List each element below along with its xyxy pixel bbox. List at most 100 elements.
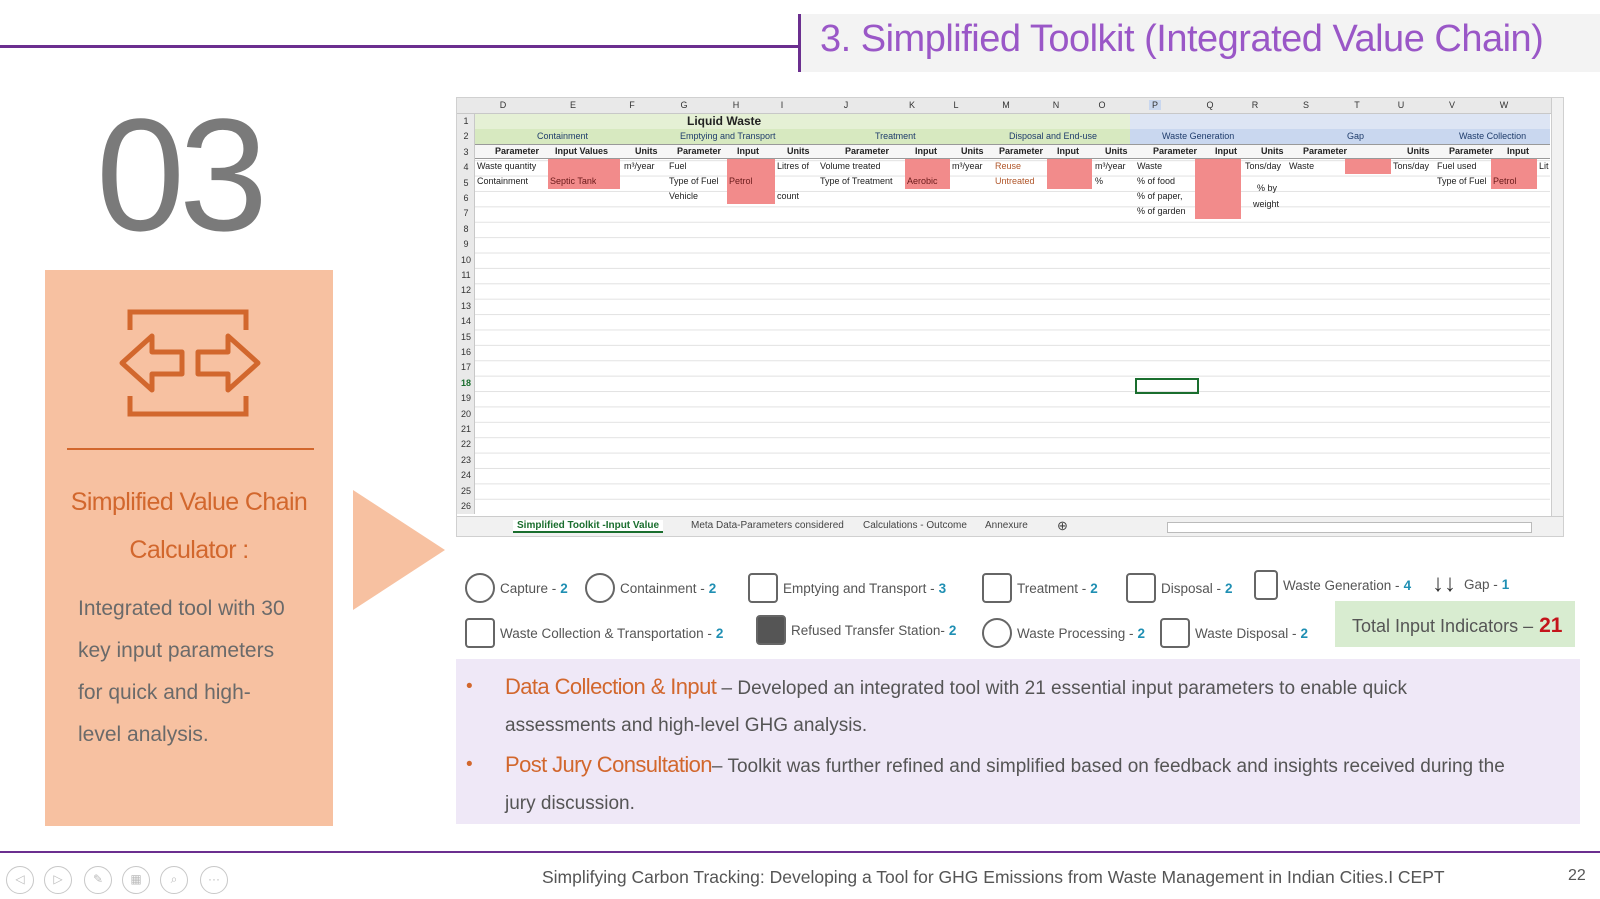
row-header[interactable]: 16 bbox=[460, 347, 471, 357]
cell-text[interactable]: % of paper, bbox=[1137, 191, 1183, 201]
column-header[interactable]: Q bbox=[1206, 100, 1214, 110]
column-header[interactable]: P bbox=[1149, 100, 1161, 110]
cell-text[interactable]: Septic Tank bbox=[550, 176, 597, 186]
column-header[interactable]: S bbox=[1302, 100, 1309, 110]
input-cell[interactable] bbox=[1345, 159, 1391, 174]
row-header[interactable]: 1 bbox=[463, 116, 469, 126]
horizontal-scrollbar[interactable] bbox=[1167, 522, 1532, 533]
prev-slide-icon[interactable]: ◁ bbox=[6, 866, 34, 894]
cell-text[interactable]: Litres of bbox=[777, 161, 810, 171]
cell-text[interactable]: m³/year bbox=[1095, 161, 1126, 171]
row-header[interactable]: 19 bbox=[460, 393, 471, 404]
row-header[interactable]: 14 bbox=[460, 316, 471, 327]
row-header[interactable]: 15 bbox=[460, 331, 471, 342]
row-header[interactable]: 25 bbox=[460, 485, 471, 496]
row-header[interactable]: 10 bbox=[460, 254, 471, 265]
cell-text[interactable]: % by bbox=[1257, 183, 1278, 193]
cell-text[interactable]: Tons/day bbox=[1245, 161, 1282, 171]
cell-text[interactable]: m³/year bbox=[952, 161, 983, 171]
input-cell[interactable] bbox=[1491, 159, 1537, 189]
row-header[interactable]: 5 bbox=[463, 177, 469, 188]
row-header[interactable]: 6 bbox=[463, 193, 469, 203]
selected-cell[interactable] bbox=[1135, 378, 1199, 394]
column-header[interactable]: E bbox=[569, 100, 576, 110]
row-header[interactable]: 3 bbox=[463, 146, 469, 157]
column-header[interactable]: G bbox=[680, 100, 688, 110]
cell-text[interactable]: Aerobic bbox=[907, 176, 938, 186]
column-header[interactable]: U bbox=[1397, 100, 1405, 110]
cell-text[interactable]: Waste bbox=[1289, 161, 1315, 171]
tab-annexure[interactable]: Annexure bbox=[985, 520, 1028, 531]
cell-text[interactable]: % of food bbox=[1137, 176, 1176, 186]
column-header[interactable]: O bbox=[1098, 100, 1106, 110]
zoom-icon[interactable]: ⌕ bbox=[160, 866, 188, 894]
input-cell[interactable] bbox=[548, 159, 620, 189]
cell-text[interactable]: weight bbox=[1253, 199, 1280, 209]
slides-grid-icon[interactable]: ▦ bbox=[122, 866, 150, 894]
cell-text[interactable]: Petrol bbox=[1493, 176, 1517, 186]
row-header[interactable]: 18 bbox=[460, 377, 471, 388]
cell-text[interactable]: Untreated bbox=[995, 176, 1035, 186]
cell-text[interactable]: Fuel bbox=[669, 161, 687, 171]
more-options-icon[interactable]: ··· bbox=[200, 866, 228, 894]
row-header[interactable]: 20 bbox=[460, 408, 471, 419]
column-header[interactable]: I bbox=[780, 100, 784, 110]
cell-text[interactable]: Fuel used bbox=[1437, 161, 1477, 171]
input-cell[interactable] bbox=[1195, 159, 1241, 219]
row-header[interactable]: 17 bbox=[460, 362, 471, 373]
cell-text[interactable]: Containment bbox=[477, 176, 529, 186]
row-header[interactable]: 21 bbox=[460, 424, 471, 434]
column-header[interactable]: M bbox=[1002, 100, 1010, 110]
column-header[interactable]: D bbox=[499, 100, 507, 110]
column-header[interactable]: K bbox=[908, 100, 915, 110]
column-header[interactable]: H bbox=[732, 100, 740, 110]
cell-text[interactable]: % of garden bbox=[1137, 206, 1186, 216]
row-header[interactable]: 11 bbox=[461, 270, 471, 280]
cell-text[interactable]: % bbox=[1095, 176, 1104, 186]
row-header[interactable]: 9 bbox=[463, 239, 469, 250]
row-header[interactable]: 23 bbox=[460, 454, 471, 465]
row-header[interactable]: 22 bbox=[460, 439, 471, 450]
cell-text[interactable]: Type of Fuel bbox=[669, 176, 719, 186]
column-header[interactable]: T bbox=[1354, 100, 1360, 110]
row-header[interactable]: 26 bbox=[460, 501, 471, 511]
cell-text[interactable]: Waste bbox=[1137, 161, 1163, 171]
cell-text[interactable]: Tons/day bbox=[1393, 161, 1430, 171]
cell-text[interactable]: Waste quantity bbox=[477, 161, 537, 171]
tab-meta-data[interactable]: Meta Data-Parameters considered bbox=[691, 520, 844, 531]
row-header[interactable]: 2 bbox=[463, 131, 469, 142]
tab-calculations[interactable]: Calculations - Outcome bbox=[863, 520, 967, 531]
cell-text[interactable]: Type of Fuel bbox=[1437, 176, 1487, 186]
vertical-scrollbar[interactable] bbox=[1551, 98, 1563, 516]
column-header[interactable]: L bbox=[953, 100, 959, 110]
cell-text[interactable]: Reuse bbox=[995, 161, 1022, 171]
row-header[interactable]: 13 bbox=[460, 300, 471, 311]
input-cell[interactable] bbox=[727, 159, 775, 204]
cell-text[interactable]: count bbox=[777, 191, 800, 201]
cell-text[interactable]: Type of Treatment bbox=[820, 176, 893, 186]
row-header[interactable]: 24 bbox=[460, 470, 471, 481]
column-header[interactable]: N bbox=[1052, 100, 1060, 110]
cell-text[interactable]: Vehicle bbox=[669, 191, 699, 201]
sheet-grid[interactable]: Liquid Waste Containment Emptying and Tr… bbox=[475, 114, 1550, 514]
column-header[interactable]: F bbox=[629, 100, 635, 110]
cell-text[interactable]: Volume treated bbox=[820, 161, 881, 171]
row-header[interactable]: 8 bbox=[463, 223, 469, 234]
next-slide-icon[interactable]: ▷ bbox=[44, 866, 72, 894]
column-header[interactable]: W bbox=[1499, 100, 1509, 110]
column-header[interactable]: R bbox=[1251, 100, 1259, 110]
column-header[interactable]: V bbox=[1448, 100, 1455, 110]
row-header[interactable]: 4 bbox=[463, 162, 469, 173]
input-cell[interactable] bbox=[905, 159, 950, 189]
cell-text[interactable]: Petrol bbox=[729, 176, 753, 186]
cell-text[interactable]: m³/year bbox=[624, 161, 655, 171]
cell-text[interactable]: Lit bbox=[1539, 161, 1549, 171]
add-sheet-icon[interactable]: ⊕ bbox=[1057, 518, 1068, 533]
row-header[interactable]: 12 bbox=[460, 285, 471, 296]
row-header[interactable]: 7 bbox=[463, 208, 469, 219]
pen-icon[interactable]: ✎ bbox=[84, 866, 112, 894]
tab-input-value[interactable]: Simplified Toolkit -Input Value bbox=[513, 520, 664, 533]
column-header[interactable]: J bbox=[843, 100, 849, 110]
input-cell[interactable] bbox=[1047, 159, 1092, 189]
